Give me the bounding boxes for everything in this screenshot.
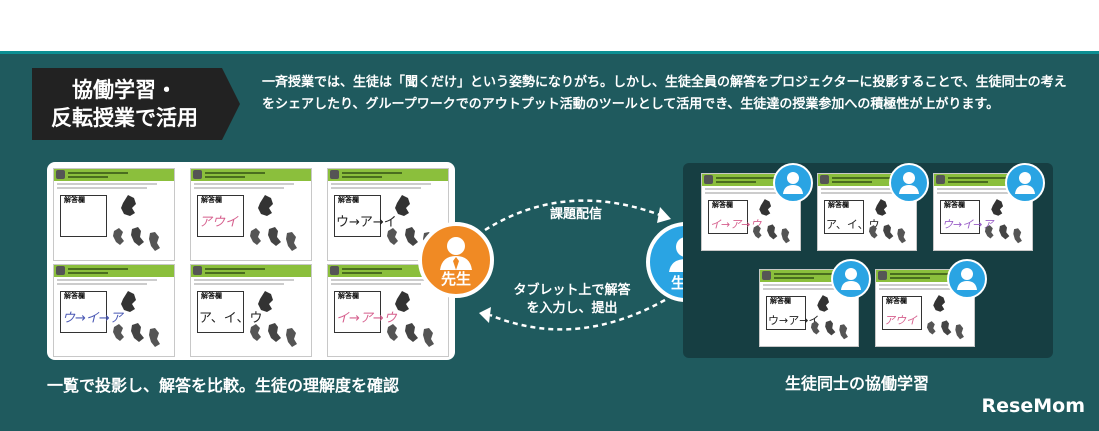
- student-user-icon: [947, 259, 987, 299]
- map-sketch: [926, 295, 964, 340]
- student-badge-icon: [56, 170, 65, 179]
- student-badge-icon: [193, 266, 202, 275]
- student-badge-icon: [820, 175, 829, 184]
- student-collaboration-board: 解答欄イ→ア→ウ解答欄ア、イ、ウ解答欄ウ→イ→ア解答欄ウ→ア→イ解答欄アウイ: [683, 163, 1053, 358]
- student-badge-icon: [936, 175, 945, 184]
- answer-text: アウイ: [199, 215, 239, 230]
- answer-box-label: 解答欄: [64, 292, 85, 300]
- answer-text: イ→ア→ウ: [710, 218, 762, 231]
- map-sketch: [752, 199, 790, 244]
- description-text: 一斉授業では、生徒は「聞くだけ」という姿勢になりがち。しかし、生徒全員の解答をプ…: [262, 75, 1067, 112]
- student-badge-icon: [330, 266, 339, 275]
- teacher-answer-card[interactable]: 解答欄ア、イ、ウ: [190, 264, 312, 357]
- card-header: [328, 169, 448, 181]
- answer-box: 解答欄: [60, 291, 107, 333]
- map-sketch: [810, 295, 848, 340]
- flow-bottom-label: タブレット上で解答を入力し、提出: [513, 283, 631, 316]
- resemom-logo: ReseMom: [981, 395, 1085, 417]
- teacher-caption: 一覧で投影し、解答を比較。生徒の理解度を確認: [47, 376, 400, 395]
- answer-box: 解答欄: [766, 296, 806, 330]
- teacher-icon: [440, 237, 472, 270]
- answer-box-label: 解答欄: [770, 297, 791, 305]
- answer-box: 解答欄: [334, 195, 381, 237]
- answer-box: 解答欄: [197, 291, 244, 333]
- student-badge-icon: [330, 170, 339, 179]
- flow-top-label: 課題配信: [549, 207, 602, 222]
- teacher-answer-card[interactable]: 解答欄ウ→イ→ア: [53, 264, 175, 357]
- teacher-avatar: 先生: [418, 222, 494, 298]
- student-user-icon: [831, 259, 871, 299]
- answer-text: ウ→ア→イ: [768, 314, 820, 327]
- answer-text: イ→ア→ウ: [336, 311, 397, 326]
- map-sketch: [113, 291, 160, 347]
- student-user-icon: [773, 163, 813, 203]
- answer-text: ア、イ、ウ: [199, 311, 263, 326]
- student-caption: 生徒同士の協働学習: [785, 374, 930, 393]
- answer-box: 解答欄: [940, 200, 980, 234]
- map-sketch: [113, 195, 160, 251]
- answer-box-label: 解答欄: [201, 196, 222, 204]
- student-badge-icon: [762, 271, 771, 280]
- student-badge-icon: [193, 170, 202, 179]
- answer-text: ウ→イ→ア: [62, 311, 123, 326]
- teacher-answer-card[interactable]: 解答欄: [53, 168, 175, 261]
- student-user-icon: [1005, 163, 1045, 203]
- teacher-projection-board: 解答欄解答欄アウイ解答欄ウ→ア→イ解答欄ウ→イ→ア解答欄ア、イ、ウ解答欄イ→ア→…: [47, 162, 455, 360]
- student-badge-icon: [56, 266, 65, 275]
- teacher-label: 先生: [440, 270, 471, 288]
- answer-box: 解答欄: [708, 200, 748, 234]
- card-header: [54, 169, 174, 181]
- answer-box-label: 解答欄: [64, 196, 85, 204]
- map-sketch: [250, 195, 297, 251]
- answer-box-label: 解答欄: [886, 297, 907, 305]
- flow-arrows: [479, 199, 671, 331]
- card-header: [54, 265, 174, 277]
- answer-box-label: 解答欄: [944, 201, 965, 209]
- tag-title: 協働学習・ 反転授業で活用: [32, 76, 217, 132]
- answer-text: ア、イ、ウ: [826, 218, 880, 231]
- answer-text: アウイ: [884, 314, 917, 327]
- answer-box-label: 解答欄: [338, 196, 359, 204]
- answer-text: ウ→イ→ア: [942, 218, 994, 231]
- answer-box: 解答欄: [60, 195, 107, 237]
- teacher-answer-card[interactable]: 解答欄アウイ: [190, 168, 312, 261]
- student-user-icon: [889, 163, 929, 203]
- answer-box-label: 解答欄: [828, 201, 849, 209]
- answer-box: 解答欄: [824, 200, 864, 234]
- map-sketch: [250, 291, 297, 347]
- answer-box: 解答欄: [197, 195, 244, 237]
- map-sketch: [984, 199, 1022, 244]
- student-badge-icon: [704, 175, 713, 184]
- map-sketch: [387, 291, 434, 347]
- answer-box-label: 解答欄: [338, 292, 359, 300]
- card-header: [191, 169, 311, 181]
- student-badge-icon: [878, 271, 887, 280]
- section-tag: 協働学習・ 反転授業で活用: [32, 68, 240, 140]
- tag-background: [32, 68, 240, 140]
- answer-box: 解答欄: [334, 291, 381, 333]
- answer-box: 解答欄: [882, 296, 922, 330]
- tag-line-1: 協働学習・: [72, 78, 177, 102]
- answer-box-label: 解答欄: [201, 292, 222, 300]
- card-header: [191, 265, 311, 277]
- answer-text: ウ→ア→イ: [336, 215, 397, 230]
- tag-line-2: 反転授業で活用: [51, 106, 198, 130]
- answer-box-label: 解答欄: [712, 201, 733, 209]
- map-sketch: [868, 199, 906, 244]
